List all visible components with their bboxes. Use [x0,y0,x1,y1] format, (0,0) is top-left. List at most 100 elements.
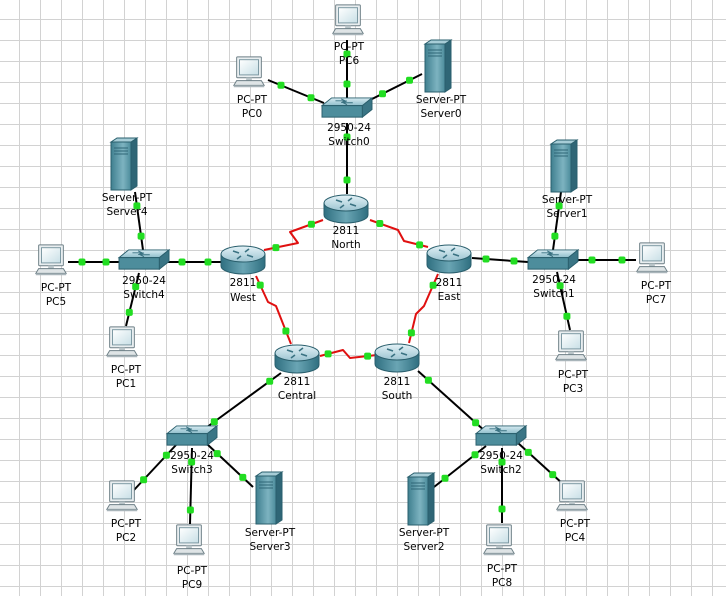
link-up-light [524,448,532,456]
link-up-light [162,451,170,459]
link-up-light [549,471,557,479]
device-model-label: PC-PT [334,41,365,53]
link-up-light [140,476,148,484]
device-name-label: PC0 [242,108,262,120]
ethernet-link-switch0-pc0 [267,79,325,104]
pc-pc9[interactable]: PC-PT PC9 [173,524,208,591]
router-icon [220,245,266,275]
pc-pc3[interactable]: PC-PT PC3 [555,330,589,395]
switch-switch0[interactable]: 2950-24 Switch0 [321,97,373,148]
device-name-label: East [438,291,461,303]
device-name-label: Server4 [106,206,147,218]
device-model-label: 2950-24 [327,122,371,134]
link-up-light [133,202,141,210]
link-up-light [498,458,506,466]
device-model-label: PC-PT [111,518,142,530]
pc-pc7[interactable]: PC-PT PC7 [636,242,672,306]
device-model-label: PC-PT [177,565,208,577]
serial-link-east-south [408,273,439,344]
device-name-label: PC1 [116,378,136,390]
router-south[interactable]: 2811 South [374,343,420,402]
link-up-light [471,451,479,459]
pc-icon [106,326,138,358]
link-up-light [618,256,626,264]
pc-icon [636,242,668,274]
link-up-light [266,377,274,385]
server-server3[interactable]: Server-PT Server3 [245,471,296,553]
switch-icon [527,249,579,270]
link-up-light [277,81,285,89]
link-up-light [178,258,186,266]
server-server0[interactable]: Server-PT Server0 [416,39,467,120]
device-name-label: PC3 [563,383,583,395]
server-icon [255,471,283,525]
device-name-label: Switch2 [480,464,521,476]
pc-pc2[interactable]: PC-PT PC2 [106,480,142,544]
pc-pc6[interactable]: PC-PT PC6 [332,4,365,67]
switch-switch2[interactable]: 2950-24 Switch2 [475,425,527,476]
link-up-light [125,308,133,316]
pc-icon [233,56,265,88]
switch-switch3[interactable]: 2950-24 Switch3 [166,425,218,476]
device-name-label: PC2 [116,532,136,544]
serial-link-north-west [263,219,324,251]
serial-link-north-east [369,219,429,248]
link-up-light [510,257,518,265]
pc-pc1[interactable]: PC-PT PC1 [106,326,142,390]
link-up-light [563,312,571,320]
router-west[interactable]: 2811 West [220,245,266,304]
device-name-label: PC6 [339,55,360,67]
device-model-label: PC-PT [558,369,589,381]
pc-pc8[interactable]: PC-PT PC8 [483,524,518,589]
server-server4[interactable]: Server-PT Server4 [102,137,153,218]
ethernet-link-switch4-pc1 [125,272,140,327]
link-up-light [364,352,372,360]
device-model-label: PC-PT [41,282,72,294]
ethernet-link-switch1-pc3 [556,271,571,331]
link-up-light [406,76,413,84]
link-up-light [555,202,563,210]
link-up-light [407,329,415,337]
link-up-light [551,232,559,240]
router-north[interactable]: 2811 North [323,194,369,251]
router-central[interactable]: 2811 Central [274,344,320,402]
server-server2[interactable]: Server-PT Server2 [399,472,450,553]
device-model-label: Server-PT [102,192,153,204]
serial-link-west-central [255,275,292,345]
link-up-light [588,256,596,264]
server-icon [550,139,578,193]
link-up-light [210,418,218,426]
device-name-label: PC9 [182,579,202,591]
link-up-light [282,327,290,335]
device-model-label: PC-PT [641,280,672,292]
link-up-light [132,283,140,291]
pc-icon [173,524,205,556]
link-up-light [343,176,351,184]
device-name-label: Switch4 [123,289,165,301]
pc-icon [106,480,138,512]
device-model-label: Server-PT [542,194,593,206]
pc-pc4[interactable]: PC-PT PC4 [556,480,591,544]
link-up-light [424,376,432,384]
switch-switch1[interactable]: 2950-24 Switch1 [527,249,579,300]
device-model-label: 2950-24 [479,450,523,462]
device-model-label: PC-PT [487,563,518,575]
link-up-light [429,281,437,289]
device-model-label: Server-PT [416,94,467,106]
device-name-label: Switch3 [171,464,212,476]
device-name-label: PC5 [46,296,66,308]
device-model-label: Server-PT [245,527,296,539]
link-up-light [307,220,315,228]
switch-switch4[interactable]: 2950-24 Switch4 [118,249,170,301]
server-server1[interactable]: Server-PT Server1 [542,139,593,220]
router-icon [374,343,420,373]
pc-pc0[interactable]: PC-PT PC0 [233,56,268,120]
pc-icon [35,244,67,276]
router-icon [274,344,320,374]
router-east[interactable]: 2811 East [426,244,472,303]
device-name-label: Central [278,390,316,402]
link-up-light [472,419,480,427]
pc-pc5[interactable]: PC-PT PC5 [35,244,72,308]
link-up-light [188,458,196,466]
